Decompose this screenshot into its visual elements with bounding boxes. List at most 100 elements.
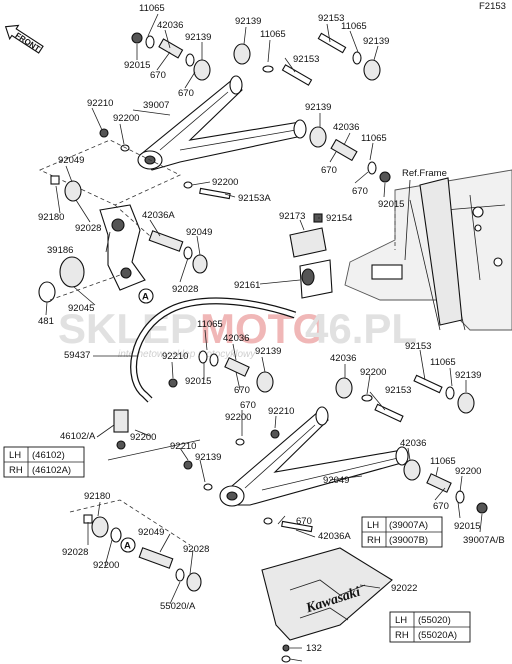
side-table-55020: LH (55020) RH (55020A) (389, 611, 471, 643)
label-6: 11065 (341, 21, 367, 32)
frame-outline (344, 169, 512, 331)
label-37: 42036 (223, 333, 249, 344)
watermark-sub: internetowy sklep motocyklowy (118, 349, 256, 360)
label-44b: 92200 (360, 367, 386, 378)
skid-guard: Kawasaki (261, 547, 393, 663)
label-34: 92161 (234, 280, 260, 291)
stabilizer-clamp (289, 213, 333, 299)
label-42b: 42036 (330, 353, 356, 364)
label-2: 92139 (185, 32, 211, 43)
table3-r1-part: (55020A) (418, 630, 457, 641)
label-13: 39007 (143, 100, 169, 111)
label-33: 92045 (68, 303, 94, 314)
label-11: 92153 (293, 54, 319, 65)
label-41: 670 (234, 385, 250, 396)
label-49: 670 (240, 400, 256, 411)
table1-r1-side: RH (9, 465, 23, 476)
label-54: 42036 (400, 438, 426, 449)
label-67: 92049 (138, 527, 164, 538)
table3-r1-side: RH (395, 630, 409, 641)
label-56: 92200 (455, 466, 481, 477)
label-58: 670 (433, 501, 449, 512)
label-57: 670 (296, 516, 312, 527)
label-27: 42036A (142, 210, 175, 221)
lower-hardware (69, 350, 488, 592)
label-35: 481 (38, 316, 54, 327)
label-31: 92049 (186, 227, 212, 238)
label-5: 92153 (318, 13, 344, 24)
label-50: 92210 (268, 406, 294, 417)
label-23: 92028 (75, 223, 101, 234)
label-14: 92200 (113, 113, 139, 124)
label-64: 92200 (93, 560, 119, 571)
callout-a-lower-text: A (124, 541, 131, 552)
label-17: 11065 (361, 133, 387, 144)
upper-hardware (99, 32, 391, 200)
watermark-right: 46.PL (305, 305, 417, 352)
label-47: 46102/A (60, 431, 96, 442)
label-52: 92210 (170, 441, 196, 452)
label-7: 92139 (363, 36, 389, 47)
label-0: 11065 (139, 3, 165, 14)
table2-r1-part: (39007B) (389, 535, 428, 546)
label-19: 670 (321, 165, 337, 176)
label-40: 92015 (185, 376, 211, 387)
leader-lines (45, 13, 483, 662)
table3-r0-part: (55020) (418, 615, 451, 626)
label-20: 670 (352, 186, 368, 197)
ref-frame-label: Ref.Frame (402, 168, 447, 179)
label-24: 92200 (212, 177, 238, 188)
label-3: 92139 (235, 16, 261, 27)
label-18: 92049 (58, 155, 84, 166)
knuckle (38, 139, 208, 303)
table2-r1-side: RH (367, 535, 381, 546)
callout-a-lower: A (120, 537, 136, 553)
label-60: 39007A/B (463, 535, 505, 546)
label-38: 59437 (64, 350, 90, 361)
callout-a-upper-text: A (142, 292, 149, 303)
label-39: 92210 (162, 351, 188, 362)
label-71: 132 (306, 643, 322, 654)
label-51: 92200 (225, 412, 251, 423)
label-32: 92028 (172, 284, 198, 295)
label-55: 11065 (430, 456, 456, 467)
table1-r0-side: LH (9, 450, 21, 461)
label-46: 92153 (385, 385, 411, 396)
table1-r1-part: (46102A) (32, 465, 71, 476)
callout-a-upper: A (138, 288, 154, 304)
label-30: 39186 (47, 245, 73, 256)
label-43: 92153 (405, 341, 431, 352)
label-10: 670 (178, 88, 194, 99)
front-arrow: FRONT (4, 24, 44, 54)
label-63: 92028 (62, 547, 88, 558)
label-9: 670 (150, 70, 166, 81)
label-70: 92022 (391, 583, 417, 594)
table1-r0-part: (46102) (32, 450, 65, 461)
label-53: 92139 (195, 452, 221, 463)
label-36: 11065 (197, 319, 223, 330)
label-62: 92180 (84, 491, 110, 502)
label-21: 92015 (378, 199, 404, 210)
label-4: 11065 (260, 29, 286, 40)
watermark-left: SKLEP (58, 305, 198, 352)
table3-r0-side: LH (395, 615, 407, 626)
label-15: 92139 (305, 102, 331, 113)
label-12: 92210 (87, 98, 113, 109)
side-table-39007: LH (39007A) RH (39007B) (361, 516, 443, 548)
label-42: 92139 (255, 346, 281, 357)
label-29: 92154 (326, 213, 352, 224)
lower-arm (219, 406, 409, 507)
upper-arm (137, 75, 307, 171)
table2-r0-side: LH (367, 520, 379, 531)
label-28: 92173 (279, 211, 305, 222)
label-1: 42036 (157, 20, 183, 31)
front-label: FRONT (14, 31, 42, 54)
label-8: 92015 (124, 60, 150, 71)
label-22: 92180 (38, 212, 64, 223)
label-61: 92049 (323, 475, 349, 486)
watermark: SKLEP MOTO 46.PL internetowy sklep motoc… (58, 305, 417, 360)
part-labels: 11065 42036 92139 92139 11065 92153 1106… (38, 3, 505, 654)
watermark-mid: MOTO (200, 305, 325, 352)
label-66: 42036A (318, 531, 351, 542)
